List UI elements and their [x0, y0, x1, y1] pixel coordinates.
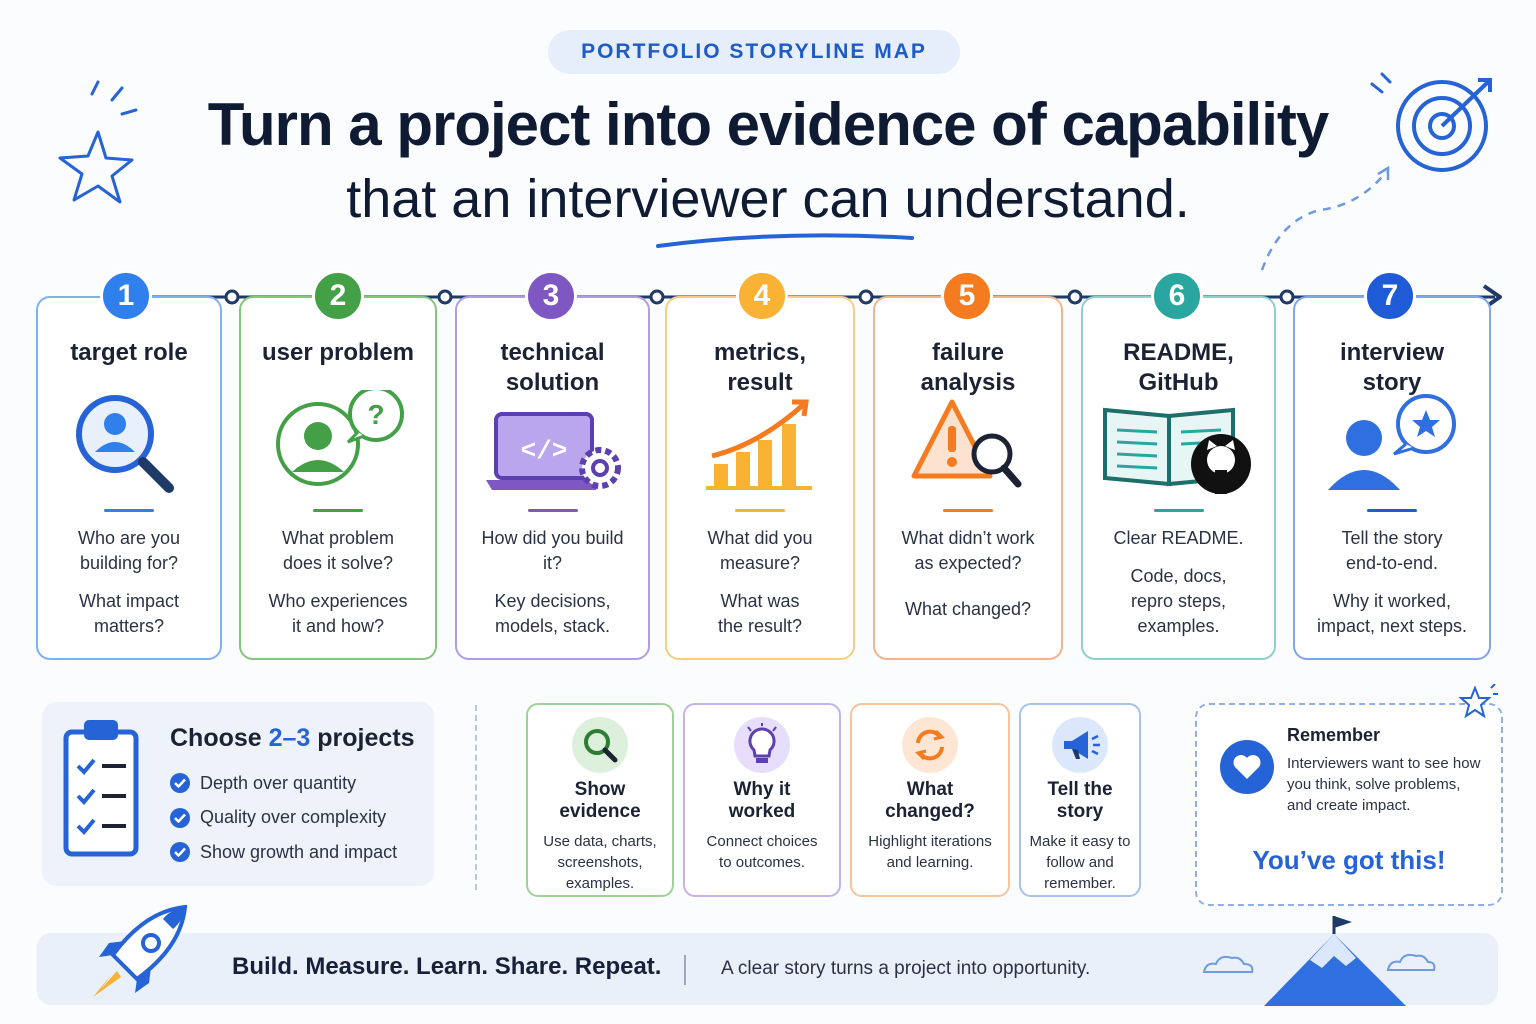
step-divider	[313, 509, 363, 512]
step-title: interview story	[1339, 339, 1445, 396]
footer-banner: Build. Measure. Learn. Share. Repeat. A …	[37, 933, 1498, 1005]
step-number-2: 2	[312, 270, 364, 322]
step-question: Tell the story end-to-end.	[1341, 528, 1443, 573]
page-title: Turn a project into evidence of capabili…	[207, 91, 1329, 158]
check-circle-icon	[170, 842, 190, 863]
step-question: What problem does it solve?	[281, 528, 395, 573]
step-card-failure-analysis: failure analysis What didn’t work as exp…	[873, 296, 1063, 660]
star-icon	[58, 80, 138, 204]
step-question: Why it worked, impact, next steps.	[1316, 591, 1468, 636]
tip-card-show-evidence: Show evidence Use data, charts, screensh…	[526, 703, 674, 897]
choose-title: Choose 2–3 projects	[170, 724, 415, 752]
tip-card-what-changed: What changed? Highlight iterations and l…	[850, 703, 1010, 897]
bar-chart-growth-icon	[706, 399, 812, 490]
step-number-1: 1	[100, 270, 152, 322]
page-subtitle: that an interviewer can understand.	[346, 169, 1190, 229]
warning-magnifier-icon	[911, 399, 1022, 488]
step-title: metrics, result	[713, 339, 807, 396]
tip-desc: Use data, charts, screenshots, examples.	[543, 833, 657, 892]
step-question: Code, docs, repro steps, examples.	[1130, 566, 1227, 636]
laptop-code-gear-icon: </>	[485, 412, 621, 490]
header-badge: PORTFOLIO STORYLINE MAP	[548, 30, 960, 74]
step-number-7: 7	[1364, 270, 1416, 322]
search-icon	[572, 717, 628, 773]
mountain-flag-icon	[1202, 916, 1436, 1006]
step-title: failure analysis	[920, 339, 1016, 396]
magnifier-person-icon	[76, 395, 174, 493]
person-star-bubble-icon	[1328, 394, 1456, 490]
step-card-readme-github: README, GitHub Clear README. Code, docs,…	[1081, 296, 1276, 660]
step-question: How did you build it?	[481, 528, 624, 573]
tip-title: Why it worked	[728, 779, 796, 822]
svg-text:</>: </>	[520, 436, 567, 466]
check-circle-icon	[170, 773, 190, 794]
step-question: What changed?	[904, 599, 1032, 619]
check-circle-icon	[170, 807, 190, 828]
step-card-interview-story: interview story Tell the story end-to-en…	[1293, 296, 1491, 660]
step-card-metrics-result: metrics, result What did you measure? Wh…	[665, 296, 855, 660]
book-github-icon	[1102, 407, 1251, 494]
choose-projects-box: Choose 2–3 projects Depth over quantity …	[42, 702, 434, 886]
step-question: Who are you building for?	[77, 528, 181, 573]
step-question: What didn’t work as expected?	[901, 528, 1035, 573]
step-divider	[1153, 509, 1204, 512]
step-question: Clear README.	[1113, 528, 1244, 548]
list-item: Quality over complexity	[170, 801, 397, 836]
rocket-icon	[93, 905, 188, 997]
clipboard-checklist-icon	[63, 720, 139, 857]
choose-list: Depth over quantity Quality over complex…	[170, 766, 397, 870]
step-divider	[1367, 509, 1417, 512]
svg-text:?: ?	[367, 399, 384, 430]
step-question: What impact matters?	[78, 591, 180, 636]
remember-cta: You’ve got this!	[1252, 845, 1446, 875]
step-card-technical-solution: technical solution </> How did you build…	[455, 296, 650, 660]
footer-tagline: A clear story turns a project into oppor…	[721, 958, 1091, 979]
tip-title: Show evidence	[559, 779, 641, 822]
step-question: Key decisions, models, stack.	[494, 591, 611, 636]
tip-title: Tell the story	[1047, 779, 1113, 822]
step-card-user-problem: user problem ? What problem does it solv…	[239, 296, 437, 660]
step-number-6: 6	[1151, 270, 1203, 322]
step-divider	[527, 509, 578, 512]
tip-desc: Make it easy to follow and remember.	[1029, 833, 1131, 892]
tip-desc: Highlight iterations and learning.	[868, 833, 992, 871]
title-underline	[656, 233, 914, 248]
step-question: What was the result?	[717, 591, 803, 636]
list-item: Show growth and impact	[170, 835, 397, 870]
step-question: What did you measure?	[707, 528, 813, 573]
step-divider	[943, 509, 993, 512]
tip-desc: Connect choices to outcomes.	[706, 833, 818, 871]
step-title: target role	[70, 339, 188, 366]
step-question: Who experiences it and how?	[268, 591, 408, 636]
tip-card-tell-the-story: Tell the story Make it easy to follow an…	[1019, 703, 1141, 897]
step-number-5: 5	[941, 270, 993, 322]
remember-box: Remember Interviewers want to see how yo…	[1195, 703, 1503, 906]
tip-title: What changed?	[885, 779, 975, 822]
section-divider	[475, 705, 477, 890]
step-number-3: 3	[525, 270, 577, 322]
step-title: README, GitHub	[1123, 339, 1234, 396]
remember-text: Interviewers want to see how you think, …	[1287, 755, 1481, 814]
remember-title: Remember	[1287, 725, 1381, 745]
step-title: user problem	[261, 339, 415, 366]
lightbulb-icon	[734, 717, 790, 773]
footer-slogan: Build. Measure. Learn. Share. Repeat.	[232, 953, 662, 980]
person-question-icon: ?	[276, 390, 404, 486]
list-item: Depth over quantity	[170, 766, 397, 801]
step-number-4: 4	[736, 270, 788, 322]
footer-separator	[684, 955, 686, 985]
refresh-icon	[902, 717, 958, 773]
tip-card-why-it-worked: Why it worked Connect choices to outcome…	[683, 703, 841, 897]
step-divider	[735, 509, 785, 512]
megaphone-icon	[1052, 717, 1108, 773]
step-title: technical solution	[500, 339, 605, 396]
step-card-target-role: target role Who are you building for? Wh…	[36, 296, 222, 660]
sparkle-star-icon	[1458, 684, 1498, 719]
heart-icon	[1220, 740, 1274, 794]
target-icon	[1260, 72, 1492, 271]
step-divider	[104, 509, 154, 512]
